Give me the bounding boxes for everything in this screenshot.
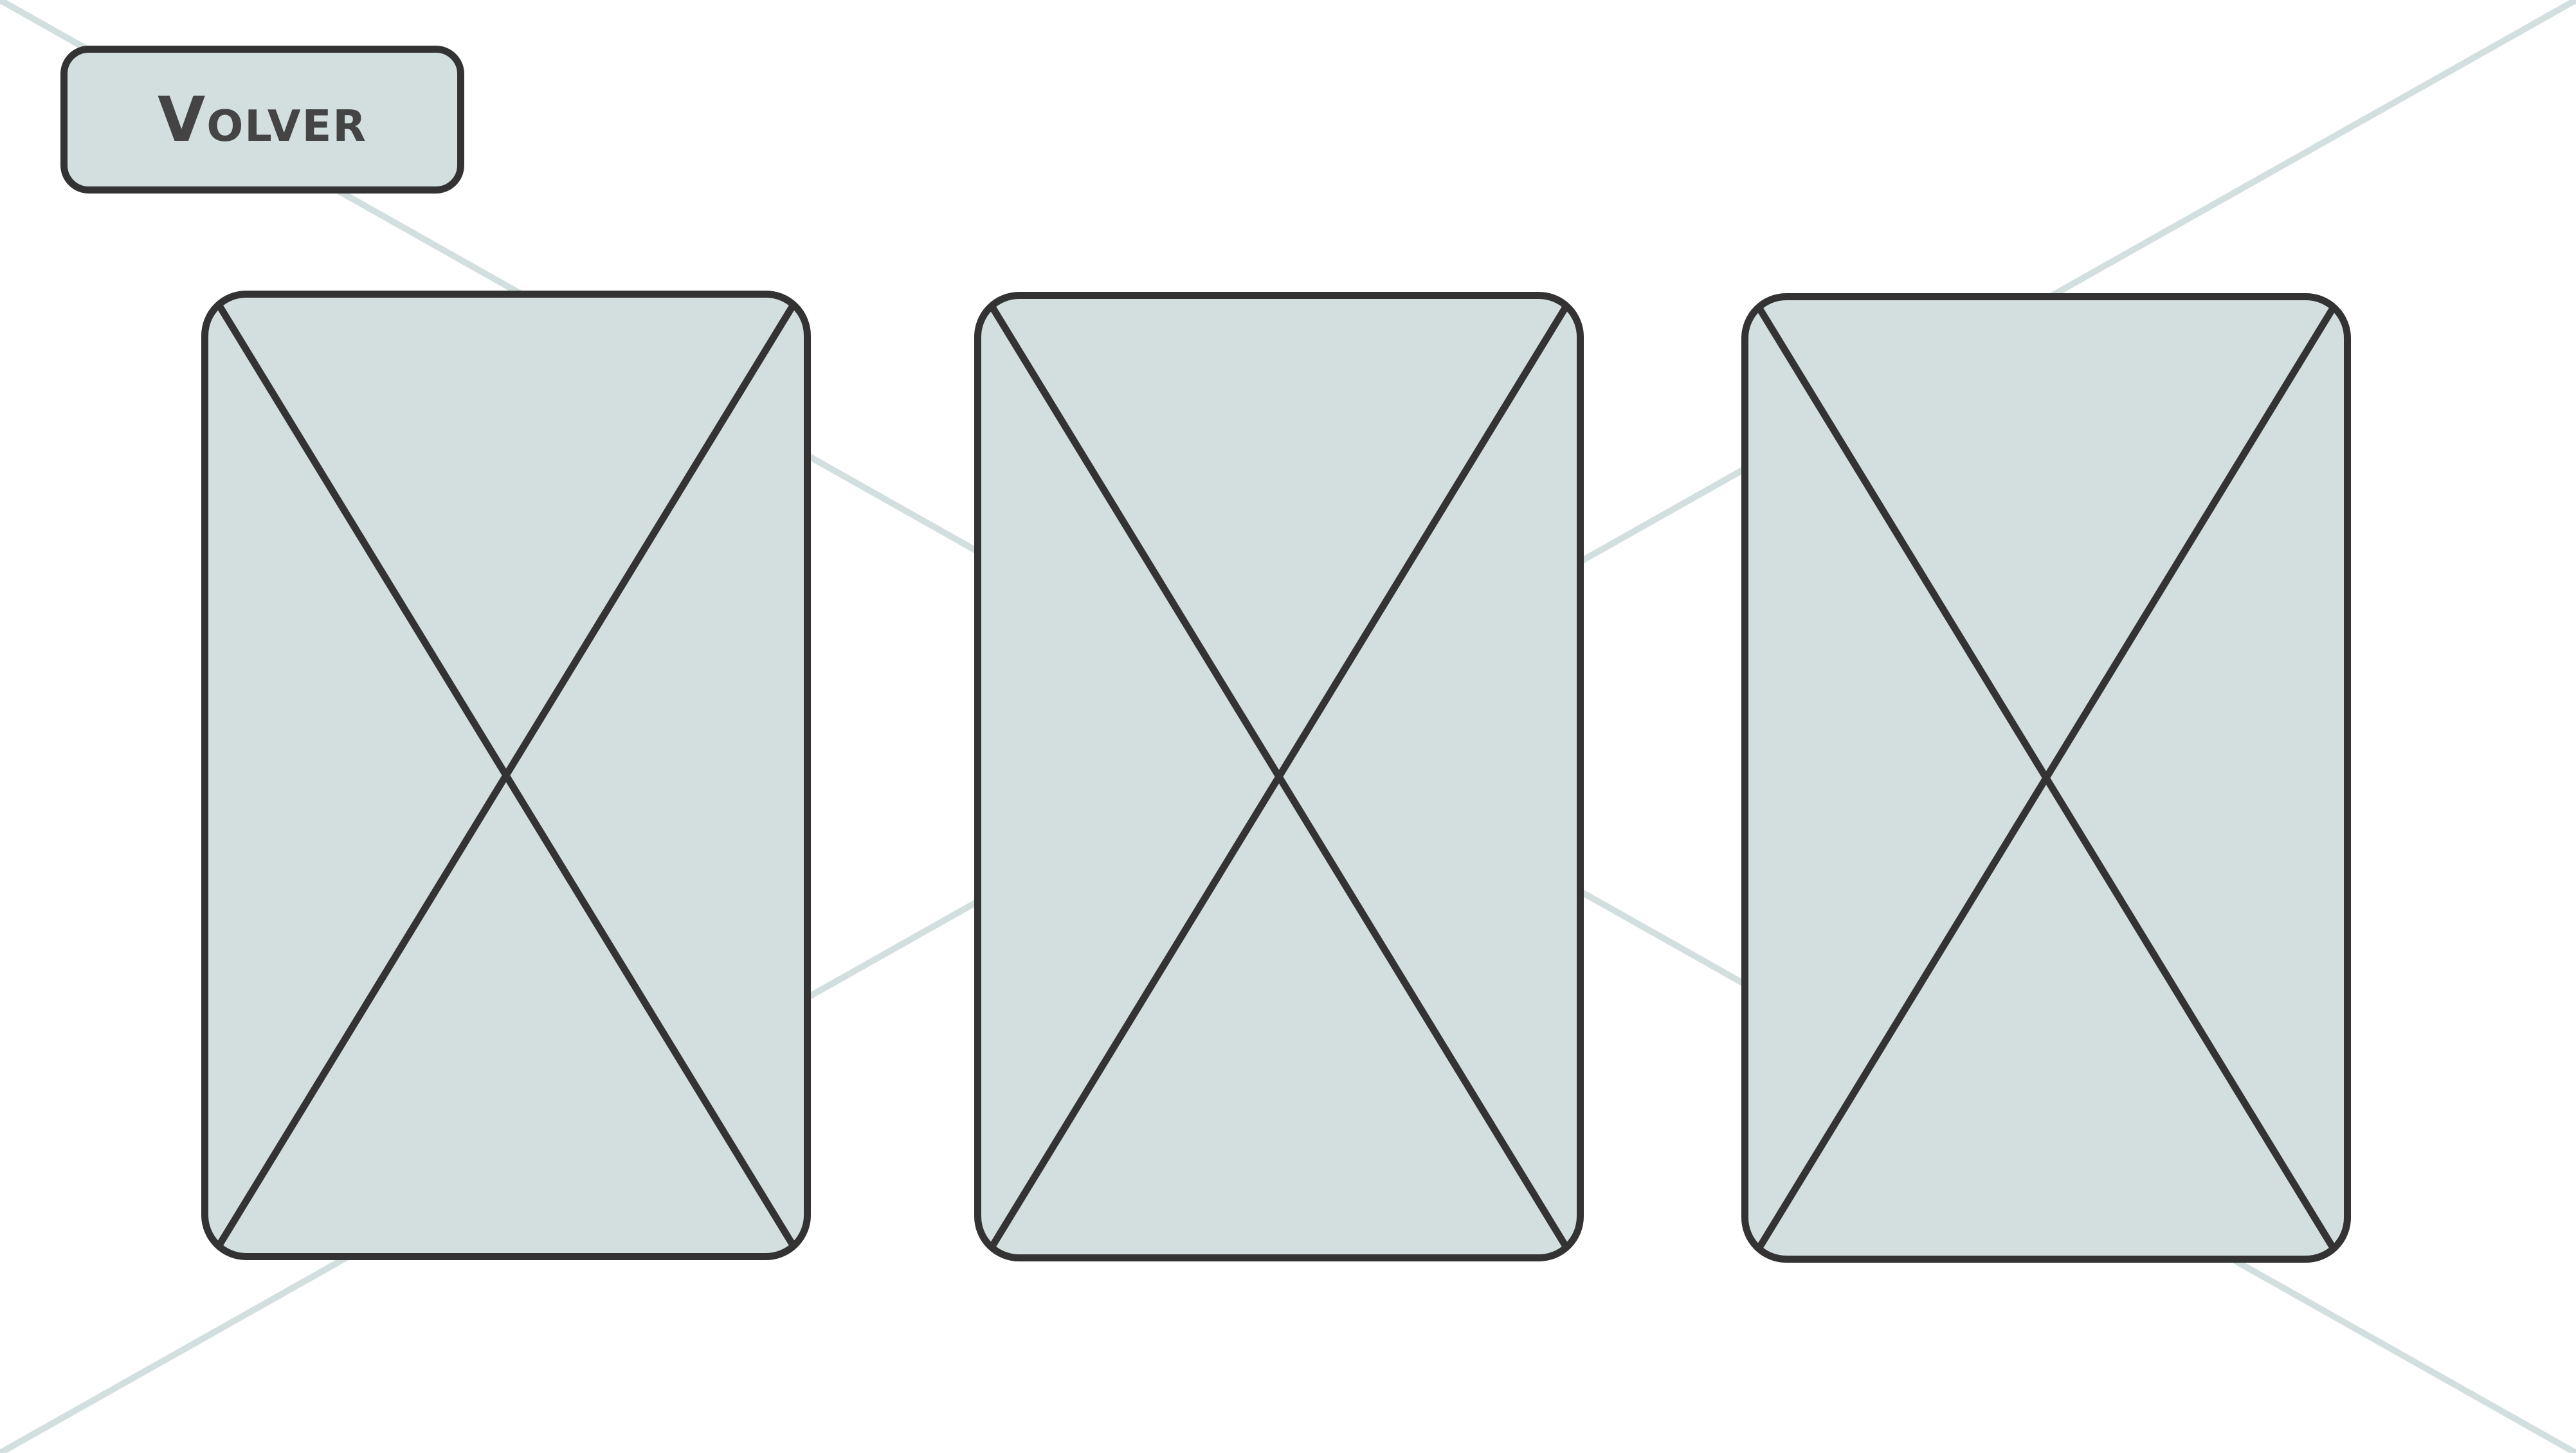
image-card-3[interactable] — [1741, 293, 2351, 1263]
image-placeholder-icon — [1748, 300, 2344, 1256]
back-button-label: Volver — [158, 84, 367, 156]
image-placeholder-icon — [208, 298, 804, 1253]
image-placeholder-icon — [981, 299, 1577, 1254]
image-card-1[interactable] — [201, 291, 811, 1260]
image-card-2[interactable] — [974, 292, 1584, 1261]
back-button[interactable]: Volver — [60, 46, 464, 194]
